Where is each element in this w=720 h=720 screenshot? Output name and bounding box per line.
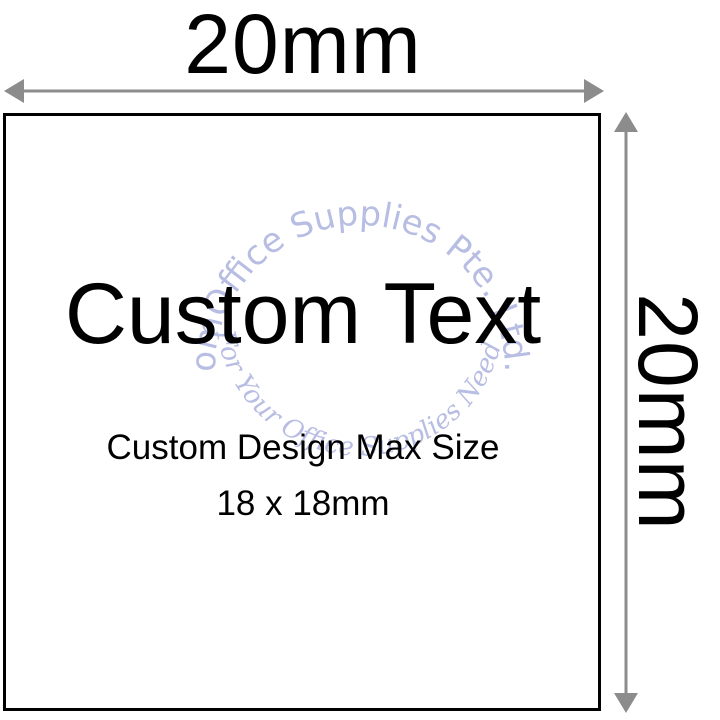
height-dimension-label: 20mm: [621, 293, 715, 531]
stamp-subtitle-line1: Custom Design Max Size: [106, 428, 500, 467]
horizontal-dimension-arrow: [4, 79, 604, 103]
width-dimension-label: 20mm: [184, 0, 422, 91]
vertical-dimension-arrow: [614, 112, 638, 713]
stamp-area-box: [3, 113, 601, 711]
stamp-title: Custom Text: [64, 266, 542, 362]
stamp-subtitle-line2: 18 x 18mm: [216, 484, 390, 523]
